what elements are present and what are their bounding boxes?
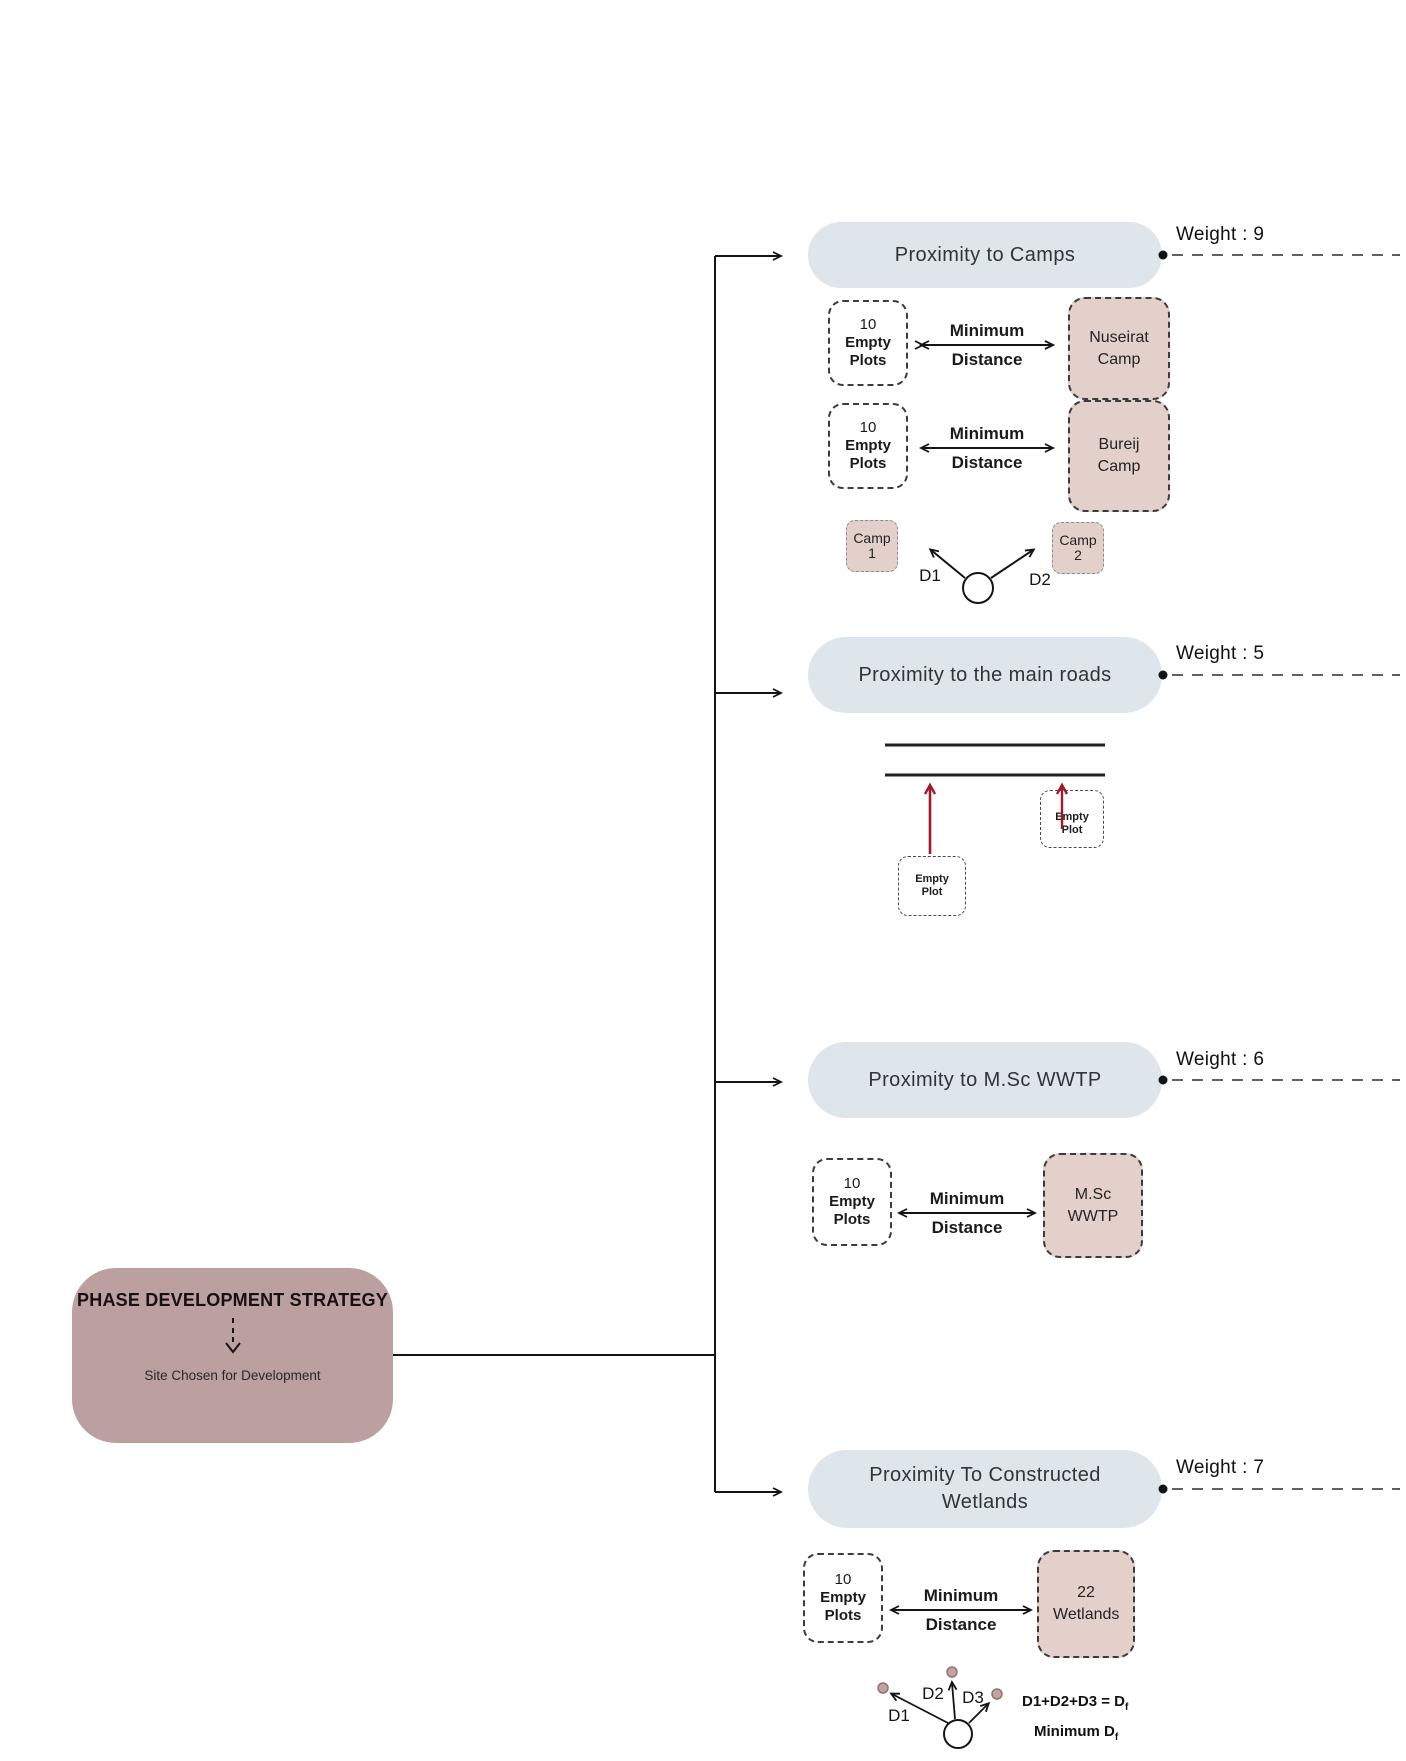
weight-label-wwtp: Weight : 6	[1176, 1049, 1265, 1070]
camp1-box: Camp 1	[846, 520, 898, 572]
target-box-msc-wwtp: M.Sc WWTP	[1043, 1153, 1143, 1258]
empty-plot-box-far-road: Empty Plot	[898, 856, 966, 916]
plot-count: 10	[834, 1571, 852, 1589]
d1-label: D1	[919, 566, 941, 585]
empty-plot-label: Empty Plot	[1055, 811, 1089, 836]
minimum-subscript: f	[1114, 1732, 1119, 1743]
plot-count: 10	[843, 1175, 861, 1193]
camp1-label: Camp 1	[853, 529, 891, 561]
formula-subscript: f	[1124, 1702, 1129, 1713]
wetland-dot-icon	[991, 1688, 1003, 1700]
empty-plots-box: 10 Empty Plots	[812, 1158, 892, 1246]
criterion-pill-wetlands: Proximity To Constructed Wetlands	[808, 1450, 1162, 1528]
criterion-label: Proximity To Constructed Wetlands	[869, 1464, 1101, 1513]
target-label: M.Sc WWTP	[1067, 1185, 1119, 1225]
weight-label-wetlands: Weight : 7	[1176, 1457, 1265, 1478]
plot-label: Empty Plots	[845, 334, 891, 369]
criterion-pill-wwtp: Proximity to M.Sc WWTP	[808, 1042, 1162, 1118]
plot-label: Empty Plots	[829, 1193, 875, 1228]
weight-leader-lines	[1158, 250, 1400, 1494]
road-lines	[885, 743, 1105, 777]
minimum-distance-arrows	[888, 340, 1056, 1615]
minimum-distance-label: Minimum Distance	[917, 321, 1057, 370]
formula-main: D1+D2+D3 = D	[1022, 1693, 1125, 1710]
target-box-22-wetlands: 22 Wetlands	[1037, 1550, 1135, 1658]
weight-label-camps: Weight : 9	[1176, 224, 1265, 245]
distance-bottom-label: Distance	[925, 1615, 997, 1634]
minimum-df-label: Minimum Df	[1034, 1723, 1118, 1743]
branch-arrows	[715, 251, 784, 1497]
d2-label: D2	[1029, 570, 1051, 589]
target-label: Bureij Camp	[1097, 436, 1141, 475]
empty-plots-box: 10 Empty Plots	[828, 300, 908, 386]
distance-sum-formula: D1+D2+D3 = Df	[1022, 1693, 1128, 1713]
criterion-label: Proximity to the main roads	[858, 663, 1112, 686]
distance-bottom-label: Distance	[951, 350, 1023, 369]
criterion-pill-camps: Proximity to Camps	[808, 222, 1162, 288]
distance-top-label: Minimum	[929, 1189, 1005, 1208]
minimum-distance-label: Minimum Distance	[891, 1586, 1031, 1635]
weight-label-main-roads: Weight : 5	[1176, 643, 1265, 664]
empty-plots-box: 10 Empty Plots	[828, 403, 908, 489]
site-circle-icon	[962, 572, 994, 604]
distance-bottom-label: Distance	[931, 1218, 1003, 1237]
criterion-label: Proximity to Camps	[894, 243, 1076, 266]
target-box-nuseirat-camp: Nuseirat Camp	[1068, 297, 1170, 400]
distance-top-label: Minimum	[923, 1586, 999, 1605]
root-title: PHASE DEVELOPMENT STRATEGY	[77, 1290, 388, 1310]
empty-plot-label: Empty Plot	[915, 873, 949, 898]
camp2-label: Camp 2	[1059, 531, 1097, 563]
plot-count: 10	[859, 419, 877, 437]
plot-label: Empty Plots	[820, 1589, 866, 1624]
d3-label: D3	[962, 1688, 984, 1707]
target-label: Nuseirat Camp	[1089, 328, 1149, 368]
empty-plots-box: 10 Empty Plots	[803, 1553, 883, 1643]
wetland-dot-icon	[946, 1666, 958, 1678]
root-subtitle: Site Chosen for Development	[144, 1368, 321, 1383]
distance-top-label: Minimum	[949, 424, 1025, 443]
criterion-label: Proximity to M.Sc WWTP	[868, 1068, 1102, 1091]
minimum-main: Minimum D	[1034, 1723, 1115, 1740]
target-box-bureij-camp: Bureij Camp	[1068, 400, 1170, 512]
d1-label: D1	[888, 1706, 910, 1725]
camp2-box: Camp 2	[1052, 522, 1104, 574]
empty-plot-box-near-road: Empty Plot	[1040, 790, 1104, 848]
criterion-pill-main-roads: Proximity to the main roads	[808, 637, 1162, 713]
tree-trunk-line	[393, 256, 716, 1492]
site-circle-icon	[943, 1719, 973, 1749]
minimum-distance-label: Minimum Distance	[897, 1189, 1037, 1238]
root-box: PHASE DEVELOPMENT STRATEGY Site Chosen f…	[72, 1268, 393, 1443]
distance-bottom-label: Distance	[951, 453, 1023, 472]
plot-label: Empty Plots	[845, 437, 891, 472]
plot-count: 10	[859, 316, 877, 334]
distance-top-label: Minimum	[949, 321, 1025, 340]
minimum-distance-label: Minimum Distance	[917, 424, 1057, 473]
target-label: 22 Wetlands	[1053, 1584, 1120, 1623]
wetland-dot-icon	[877, 1682, 889, 1694]
d2-label: D2	[922, 1684, 944, 1703]
